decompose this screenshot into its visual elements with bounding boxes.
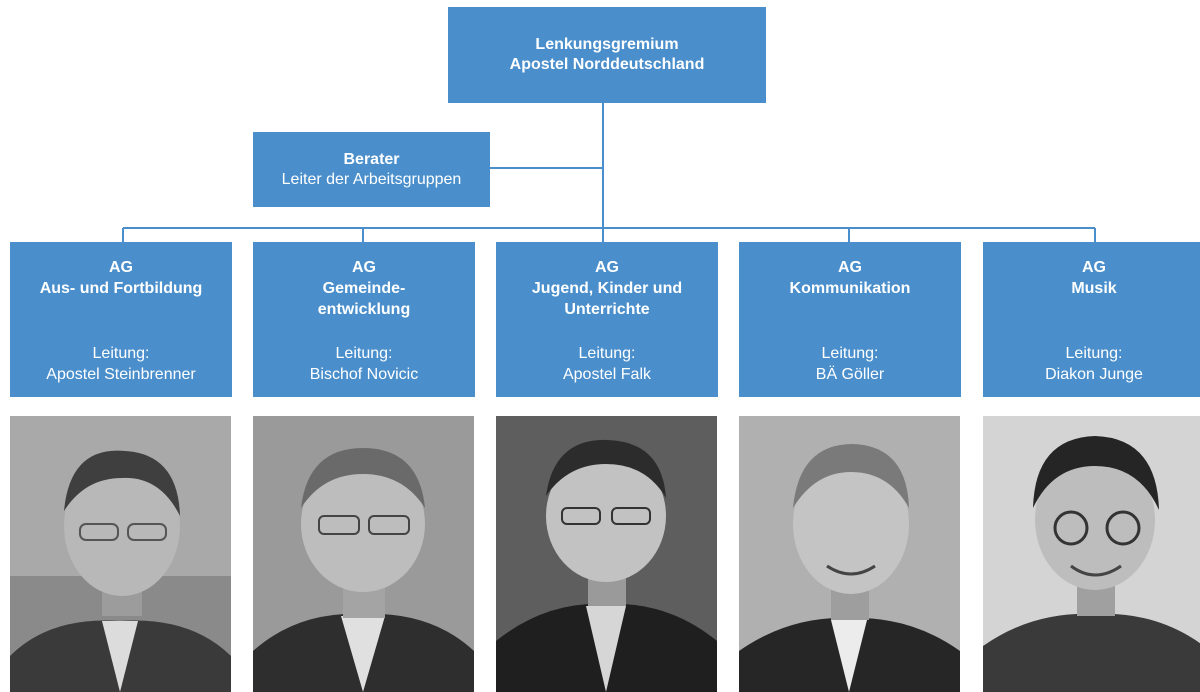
steering-committee-subtitle: Apostel Norddeutschland [509, 56, 705, 73]
ag-heading-line: AG [837, 259, 862, 276]
ag-heading: AG Jugend, Kinder und Unterrichte [532, 257, 682, 337]
ag-heading-line: Jugend, Kinder und [531, 280, 683, 297]
ag-heading-line: Aus- und Fortbildung [39, 280, 203, 297]
steering-committee-title: Lenkungsgremium [535, 36, 679, 53]
ag-heading: AG Kommunikation [790, 257, 911, 337]
portrait-photo-falk [496, 416, 717, 692]
ag-lead-label: Leitung: [821, 345, 879, 362]
advisor-subtitle: Leiter der Arbeitsgruppen [281, 170, 462, 188]
ag-lead-label: Leitung: [1065, 345, 1123, 362]
ag-box-education: AG Aus- und Fortbildung Leitung: Apostel… [10, 242, 232, 397]
ag-lead-name: Apostel Steinbrenner [46, 366, 196, 383]
advisor-box: Berater Leiter der Arbeitsgruppen [253, 132, 490, 207]
ag-heading: AG Aus- und Fortbildung [40, 257, 203, 337]
ag-lead-name: Diakon Junge [1045, 366, 1143, 383]
ag-heading-line: Kommunikation [789, 280, 911, 297]
ag-heading-line: Unterrichte [564, 301, 650, 318]
ag-box-youth: AG Jugend, Kinder und Unterrichte Leitun… [496, 242, 718, 397]
portrait-photo-goeller [739, 416, 960, 692]
ag-lead-name: Apostel Falk [562, 366, 652, 383]
ag-lead-label: Leitung: [335, 345, 393, 362]
ag-lead-name: Bischof Novicic [309, 366, 419, 383]
ag-lead-label: Leitung: [578, 345, 636, 362]
ag-heading-line: Musik [1071, 280, 1117, 297]
ag-heading: AG Gemeinde- entwicklung [318, 257, 410, 337]
advisor-title: Berater [343, 150, 400, 168]
ag-heading-line: AG [351, 259, 376, 276]
ag-heading: AG Musik [1071, 257, 1116, 337]
ag-heading-line: AG [595, 259, 619, 276]
ag-heading-line: AG [1082, 259, 1106, 276]
portrait-photo-novicic [253, 416, 474, 692]
ag-box-communication: AG Kommunikation Leitung: BÄ Göller [739, 242, 961, 397]
ag-heading-line: Gemeinde- [322, 280, 406, 297]
ag-lead-name: BÄ Göller [815, 366, 885, 383]
portrait-photo-junge [983, 416, 1200, 692]
ag-box-community: AG Gemeinde- entwicklung Leitung: Bischo… [253, 242, 475, 397]
ag-box-music: AG Musik Leitung: Diakon Junge [983, 242, 1200, 397]
portrait-photo-steinbrenner [10, 416, 231, 692]
steering-committee-box: Lenkungsgremium Apostel Norddeutschland [448, 7, 766, 103]
ag-heading-line: entwicklung [317, 301, 411, 318]
ag-heading-line: AG [109, 259, 133, 276]
ag-lead-label: Leitung: [92, 345, 150, 362]
